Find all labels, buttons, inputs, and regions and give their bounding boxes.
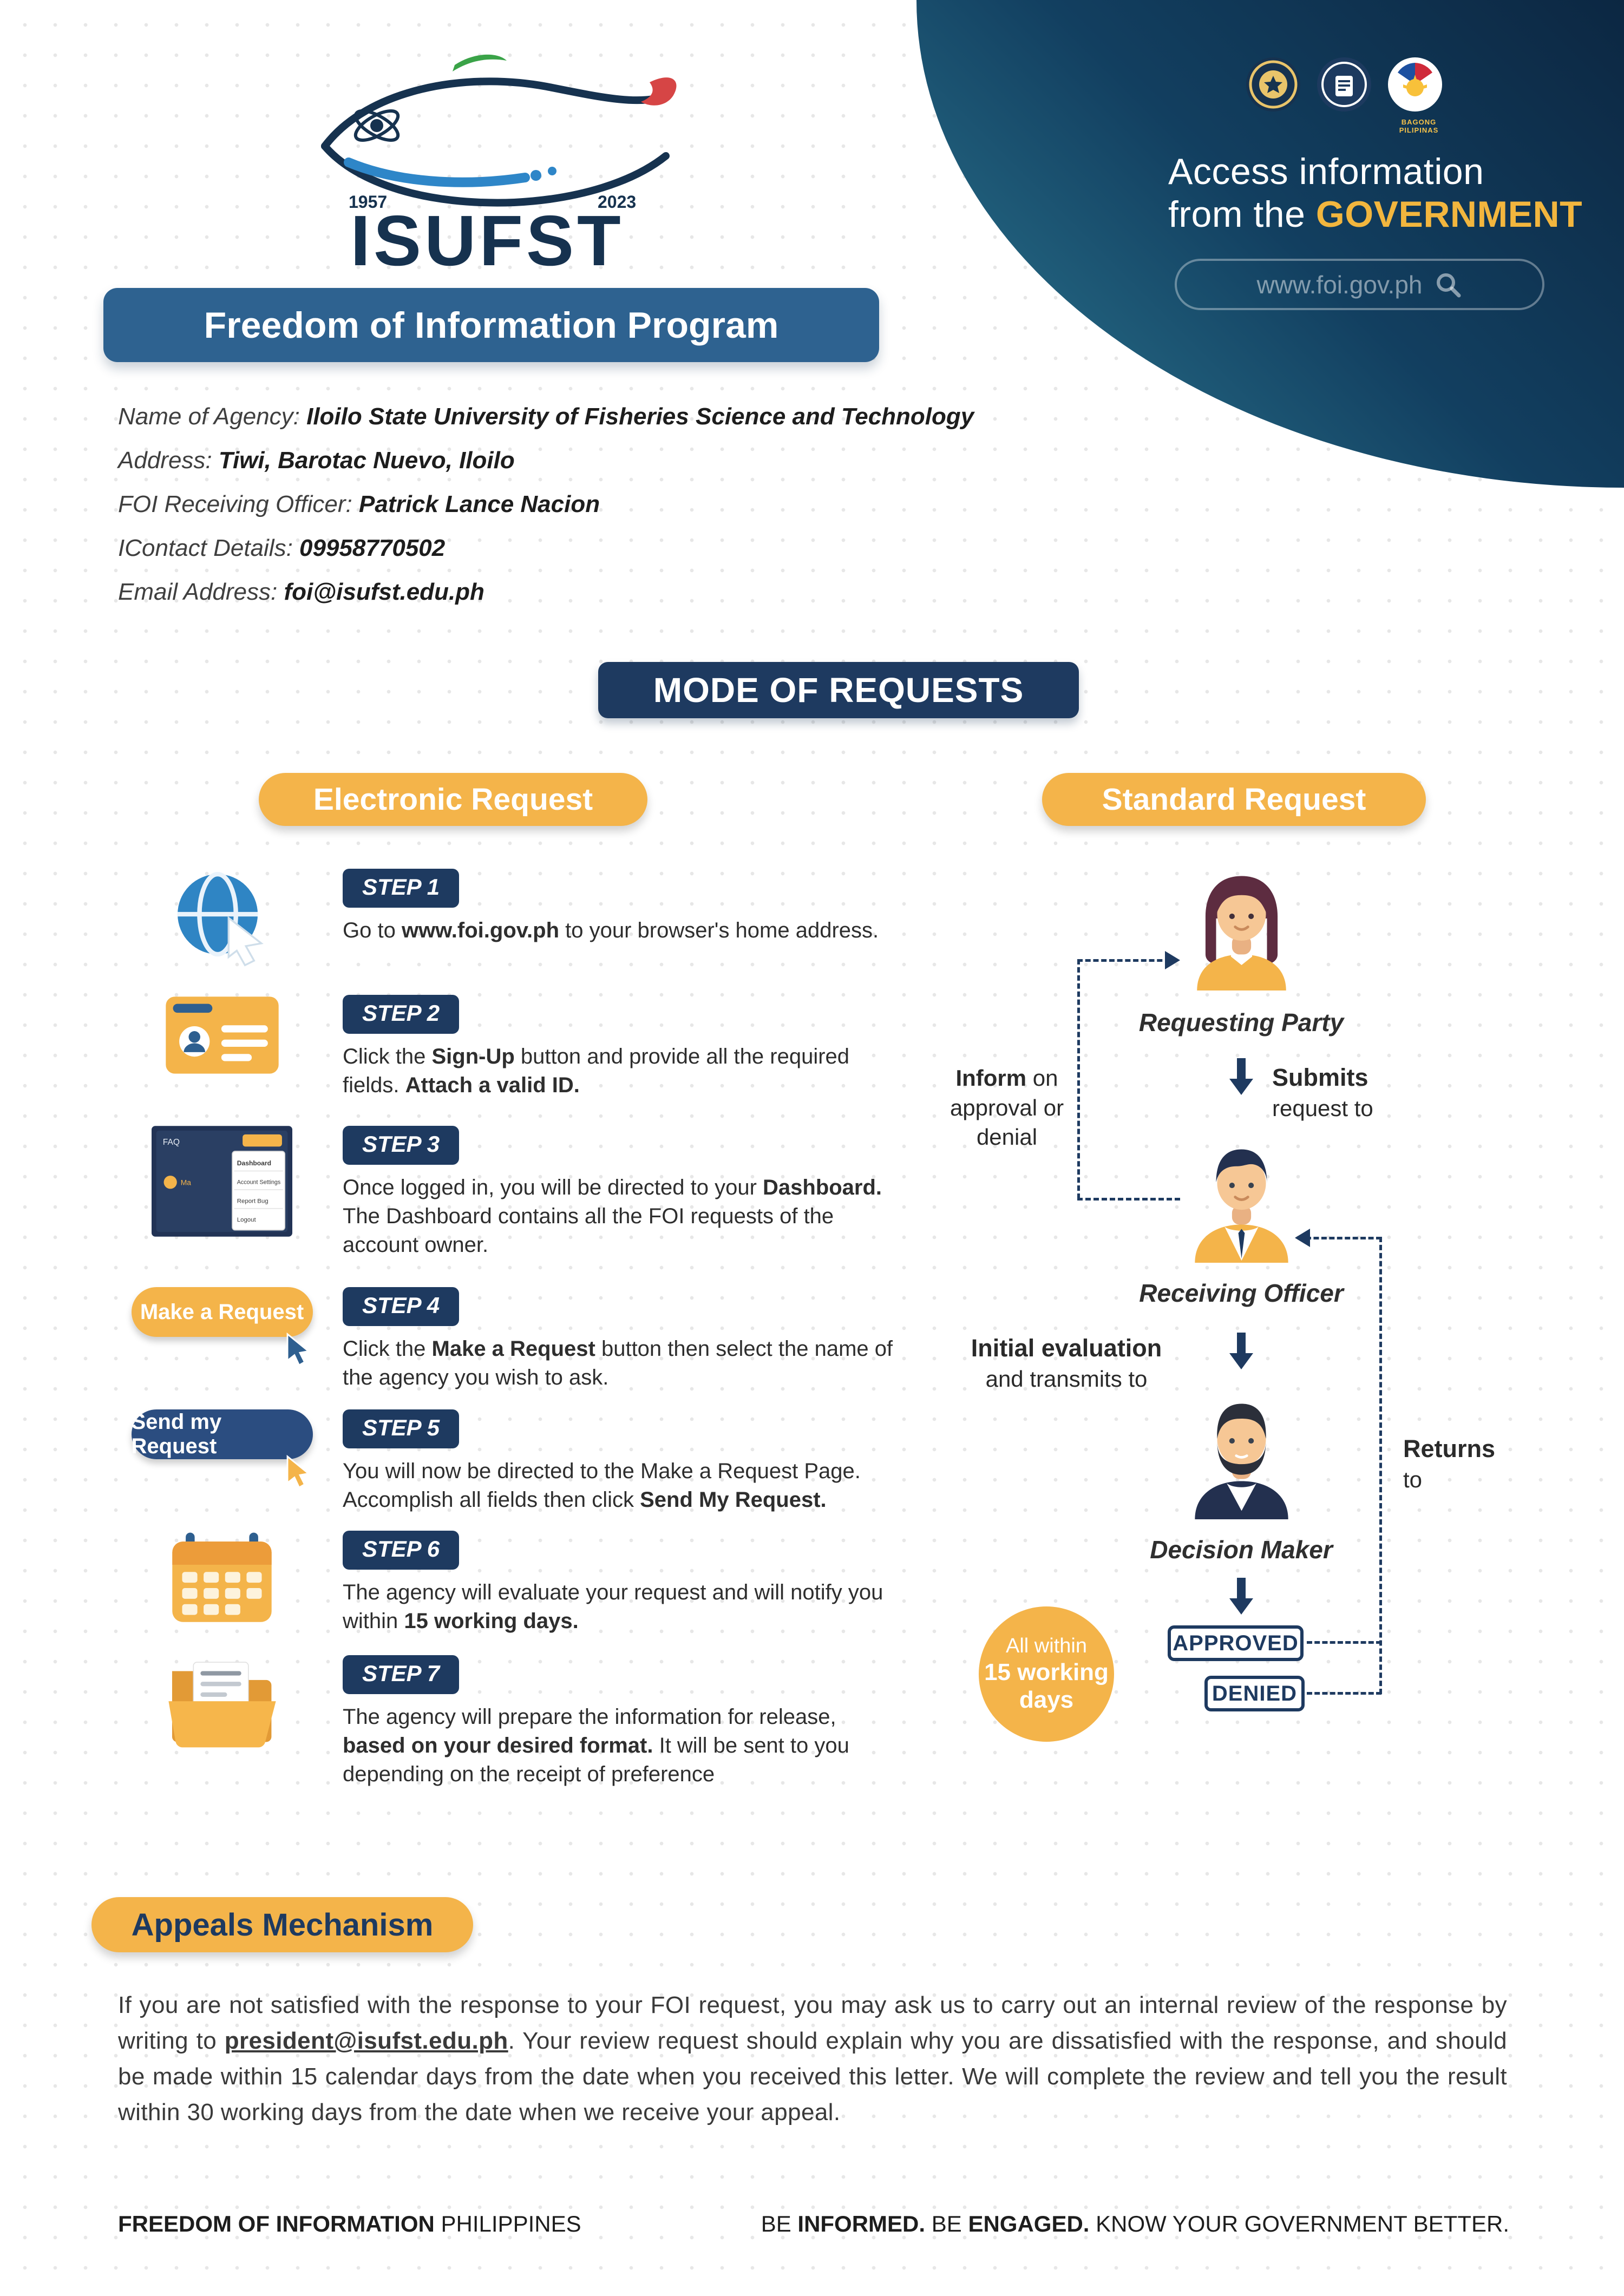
step-1-row: STEP 1 Go to www.foi.gov.ph to your brow…	[130, 869, 920, 969]
svg-text:FAQ: FAQ	[163, 1138, 180, 1147]
government-text: GOVERNMENT	[1315, 193, 1583, 235]
step-text: Click the Sign-Up button and provide all…	[343, 1045, 850, 1097]
access-line-2: from the GOVERNMENT	[1168, 193, 1583, 235]
agency-email-row: Email Address: foi@isufst.edu.ph	[118, 579, 484, 605]
step-text: The agency will prepare the information …	[343, 1705, 849, 1786]
requesting-party-label: Requesting Party	[1138, 1008, 1344, 1037]
logo-wordmark: ISUFST	[350, 201, 624, 280]
step-3-row: FAQ Ma Dashboard Account Settings Report…	[130, 1126, 920, 1259]
svg-text:Logout: Logout	[237, 1217, 257, 1223]
foi-search-pill[interactable]: www.foi.gov.ph	[1175, 259, 1544, 310]
timeframe-badge: All within 15 working days	[979, 1606, 1114, 1742]
step-4-row: Make a Request STEP 4 Click the Make a R…	[130, 1287, 920, 1392]
cursor-icon	[286, 1333, 310, 1367]
search-icon	[1437, 273, 1461, 297]
step-text: The agency will evaluate your request an…	[343, 1580, 883, 1633]
standard-request-header: Standard Request	[1042, 773, 1426, 826]
step-5-row: Send my Request STEP 5 You will now be d…	[130, 1409, 920, 1514]
logo-year-right: 2023	[598, 192, 636, 212]
access-line-1: Access information	[1168, 151, 1484, 192]
agency-details: Name of Agency: Iloilo State University …	[118, 405, 974, 624]
electronic-request-header: Electronic Request	[259, 773, 647, 826]
returns-arrowhead-icon	[1295, 1229, 1310, 1247]
mode-of-requests-banner: MODE OF REQUESTS	[598, 662, 1079, 718]
id-card-icon	[130, 995, 314, 1075]
step-badge: STEP 6	[343, 1531, 460, 1570]
green-ribbon	[453, 54, 507, 71]
inform-loop-line	[1077, 959, 1080, 1199]
program-title-banner: Freedom of Information Program	[103, 288, 879, 362]
footer-left-text: FREEDOM OF INFORMATION PHILIPPINES	[118, 2211, 581, 2236]
denied-box: DENIED	[1204, 1676, 1305, 1711]
footer-right-text: BE INFORMED. BE ENGAGED. KNOW YOUR GOVER…	[761, 2211, 1509, 2236]
flow-arrow-down-icon	[1229, 1333, 1253, 1369]
agency-contact-row: IContact Details: 09958770502	[118, 535, 446, 561]
denied-connector-line	[1307, 1692, 1381, 1695]
svg-text:Report Bug: Report Bug	[237, 1198, 269, 1204]
step-badge: STEP 7	[343, 1655, 460, 1694]
inform-arrowhead-icon	[1165, 951, 1180, 969]
requesting-party-avatar	[1178, 863, 1305, 993]
submits-note: Submits request to	[1272, 1064, 1373, 1121]
flow-arrow-down-icon	[1229, 1058, 1253, 1095]
approved-box: APPROVED	[1168, 1625, 1304, 1661]
red-ribbon	[641, 77, 677, 106]
foi-seal-icon	[1317, 57, 1371, 111]
step-6-row: STEP 6 The agency will evaluate your req…	[130, 1531, 920, 1636]
step-badge: STEP 2	[343, 995, 460, 1034]
send-my-request-button[interactable]: Send my Request	[131, 1409, 313, 1489]
step-text: You will now be directed to the Make a R…	[343, 1459, 861, 1512]
foi-url-text: www.foi.gov.ph	[1256, 270, 1423, 299]
appeals-mechanism-header: Appeals Mechanism	[91, 1897, 473, 1952]
bagong-pilipinas-caption: BAGONG PILIPINAS	[1399, 118, 1439, 134]
appeals-paragraph: If you are not satisfied with the respon…	[118, 1992, 1507, 2126]
svg-text:Account Settings: Account Settings	[237, 1179, 281, 1186]
agency-address-row: Address: Tiwi, Barotac Nuevo, Iloilo	[118, 447, 515, 474]
inform-loop-line	[1077, 1198, 1180, 1201]
globe-cursor-icon	[130, 869, 314, 969]
university-seal-icon	[1246, 57, 1300, 111]
step-badge: STEP 4	[343, 1287, 460, 1326]
step-badge: STEP 5	[343, 1409, 460, 1448]
step-text: Once logged in, you will be directed to …	[343, 1176, 882, 1257]
step-text: Click the Make a Request button then sel…	[343, 1337, 893, 1389]
returns-loop-line	[1306, 1237, 1381, 1239]
step-2-row: STEP 2 Click the Sign-Up button and prov…	[130, 995, 920, 1100]
approved-connector-line	[1307, 1641, 1381, 1644]
logo-year-left: 1957	[349, 192, 387, 212]
svg-text:Dashboard: Dashboard	[237, 1159, 271, 1167]
inform-note: Inform on approval or denial	[949, 1065, 1064, 1150]
step-badge: STEP 3	[343, 1126, 460, 1165]
receiving-officer-label: Receiving Officer	[1139, 1279, 1344, 1307]
step-badge: STEP 1	[343, 869, 460, 908]
receiving-officer-avatar	[1178, 1136, 1305, 1265]
flow-arrow-down-icon	[1229, 1578, 1253, 1615]
bagong-pilipinas-seal-icon	[1388, 57, 1442, 111]
decision-maker-label: Decision Maker	[1150, 1536, 1333, 1564]
returns-note: Returns to	[1403, 1435, 1496, 1492]
decision-maker-avatar	[1178, 1392, 1305, 1522]
inform-loop-line	[1077, 959, 1170, 962]
calendar-icon	[130, 1531, 314, 1625]
returns-loop-line	[1379, 1237, 1382, 1694]
folder-documents-icon	[130, 1655, 314, 1748]
step-text: Go to www.foi.gov.ph to your browser's h…	[343, 919, 879, 942]
dashboard-screenshot-icon: FAQ Ma Dashboard Account Settings Report…	[130, 1126, 314, 1237]
access-tagline: Access information from the GOVERNMENT	[1168, 150, 1582, 236]
agency-officer-row: FOI Receiving Officer: Patrick Lance Nac…	[118, 491, 600, 517]
initial-evaluation-note: Initial evaluation and transmits to	[971, 1334, 1162, 1392]
make-a-request-button[interactable]: Make a Request	[131, 1287, 313, 1367]
cursor-icon	[286, 1455, 310, 1489]
isufst-logo: 1957 2023 ISUFST	[292, 43, 682, 284]
agency-name-row: Name of Agency: Iloilo State University …	[118, 403, 974, 430]
step-7-row: STEP 7 The agency will prepare the infor…	[130, 1655, 920, 1788]
logo-seals	[1245, 56, 1444, 113]
svg-text:Ma: Ma	[181, 1178, 192, 1186]
